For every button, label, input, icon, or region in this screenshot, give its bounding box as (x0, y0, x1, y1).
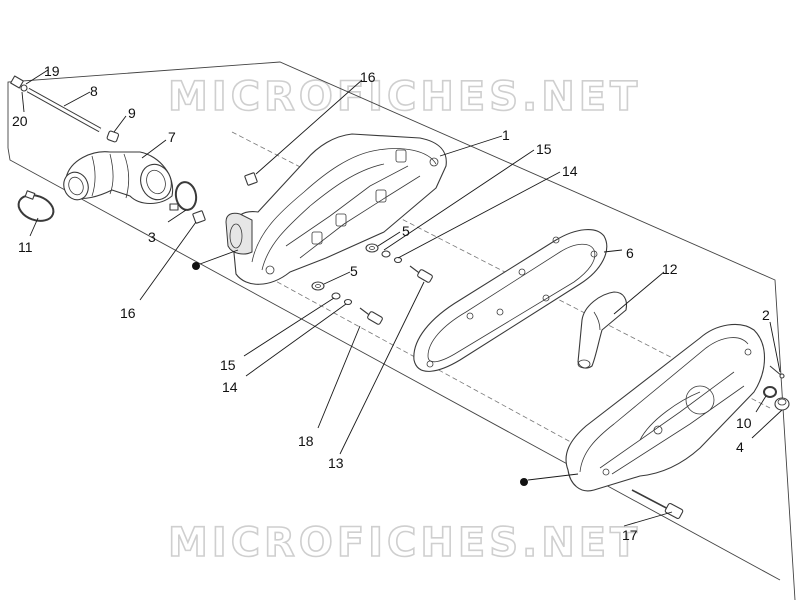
part-12-snorkel[interactable] (577, 291, 628, 369)
part-6-filter-gasket[interactable] (413, 229, 608, 372)
part-11-hose-clamp[interactable] (15, 190, 57, 226)
part-10-clip[interactable] (763, 386, 777, 398)
callout-12: 12 (662, 261, 678, 277)
part-15-washer-lower[interactable] (331, 292, 341, 300)
callout-20: 20 (12, 113, 28, 129)
part-5-nut-upper[interactable] (365, 243, 379, 253)
callout-14-lower: 14 (222, 379, 238, 395)
assembly-frame-bottom (7, 147, 781, 581)
part-17-bolt[interactable] (631, 489, 684, 520)
part-4-cap[interactable] (774, 397, 790, 411)
callout-5-top: 5 (402, 223, 410, 239)
assembly-frame-top (7, 61, 796, 600)
part-2-screw[interactable] (769, 365, 785, 379)
part-18-bolt[interactable] (359, 307, 383, 325)
callout-2: 2 (762, 307, 770, 323)
leader-lines (21, 69, 783, 527)
callout-5-lower: 5 (350, 263, 358, 279)
callout-9: 9 (128, 105, 136, 121)
part-16-clip-upper[interactable] (244, 172, 258, 186)
part-17-air-box-cover[interactable] (565, 323, 765, 492)
reference-dot-housing (192, 262, 200, 270)
callout-19: 19 (44, 63, 60, 79)
part-13-bolt[interactable] (409, 265, 433, 283)
part-8-breather-tube[interactable] (26, 87, 102, 133)
part-7-intake-elbow[interactable] (60, 151, 176, 205)
part-3-hose-clamp[interactable] (169, 180, 198, 211)
callout-3: 3 (148, 229, 156, 245)
callout-1: 1 (502, 127, 510, 143)
callout-13: 13 (328, 455, 344, 471)
callout-15-lower: 15 (220, 357, 236, 373)
part-15-washer-upper[interactable] (381, 250, 391, 258)
part-19-20-fitting[interactable] (10, 75, 28, 92)
part-9-clamp[interactable] (106, 130, 120, 143)
callout-18: 18 (298, 433, 314, 449)
part-14-washer-upper[interactable] (393, 256, 403, 264)
watermark-bottom: MICROFICHES.NET (168, 520, 641, 566)
reference-dot-cover (520, 478, 528, 486)
callout-7: 7 (168, 129, 176, 145)
callout-6: 6 (626, 245, 634, 261)
callout-15-top: 15 (536, 141, 552, 157)
watermark-top: MICROFICHES.NET (168, 74, 641, 120)
callout-10: 10 (736, 415, 752, 431)
callout-16-lower: 16 (120, 305, 136, 321)
part-16-clip-lower[interactable] (192, 210, 206, 224)
callout-8: 8 (90, 83, 98, 99)
callout-4: 4 (736, 439, 744, 455)
part-1-air-box-housing[interactable] (225, 133, 447, 285)
part-5-nut-lower[interactable] (311, 281, 325, 291)
callout-17: 17 (622, 527, 638, 543)
callout-14-top: 14 (562, 163, 578, 179)
part-14-washer-lower[interactable] (343, 298, 353, 306)
callout-16-top: 16 (360, 69, 376, 85)
callout-11: 11 (18, 239, 33, 255)
